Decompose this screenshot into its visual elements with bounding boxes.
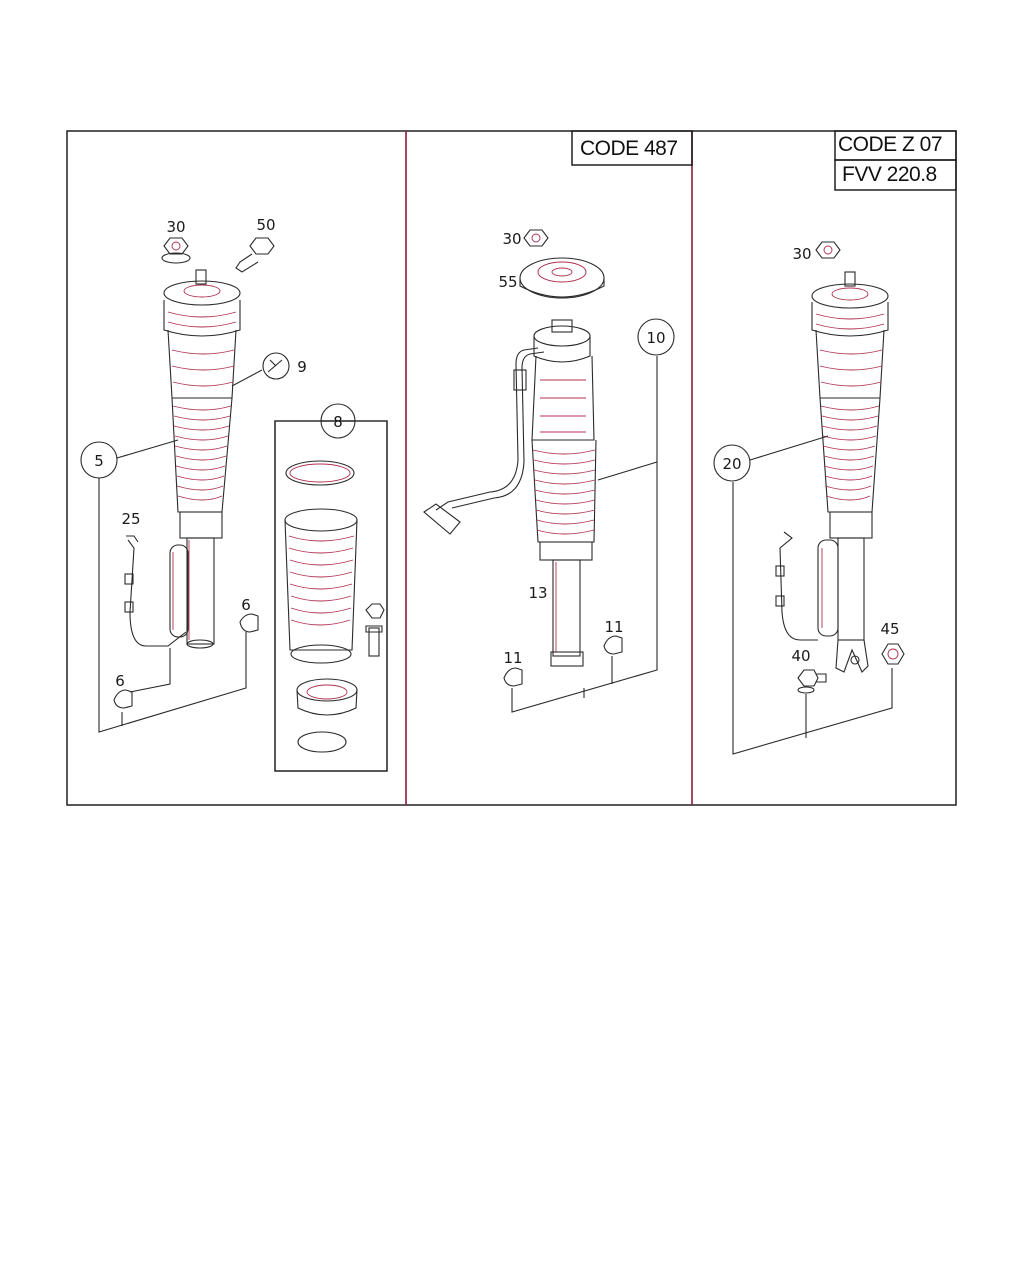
- plug-11-left: [503, 667, 523, 687]
- strut-assembly-right: [775, 271, 889, 673]
- callout-8: 8: [333, 413, 343, 431]
- callout-30-left: 30: [166, 218, 185, 236]
- nut-45: [881, 643, 905, 665]
- leader-lines-left: [98, 439, 247, 733]
- callout-25: 25: [121, 510, 140, 528]
- bolt-40: [797, 669, 827, 694]
- fvv-label: FVV 220.8: [842, 163, 937, 186]
- valve-50-left: [235, 237, 275, 273]
- callout-circle-8: [320, 403, 356, 439]
- nut-30-middle: [523, 229, 549, 247]
- wrench-icon: [231, 352, 290, 387]
- callout-30-right: 30: [792, 245, 811, 263]
- code-487-box: [571, 130, 693, 166]
- plug-11-right: [603, 635, 623, 655]
- leader-lines-right: [732, 435, 893, 755]
- plug-6-right: [239, 613, 259, 633]
- callout-45: 45: [880, 620, 899, 638]
- callout-20: 20: [722, 455, 741, 473]
- mount-plate-55: [519, 257, 605, 299]
- plug-6-left: [113, 689, 133, 709]
- nut-30-right: [815, 241, 841, 259]
- callout-6-left: 6: [115, 672, 125, 690]
- callout-5: 5: [94, 452, 104, 470]
- callout-10: 10: [646, 329, 665, 347]
- callout-circle-20: [713, 444, 751, 482]
- nut-30-left: [161, 237, 191, 264]
- callout-30-middle: 30: [502, 230, 521, 248]
- callout-55: 55: [498, 273, 517, 291]
- kit-8-parts: [275, 420, 387, 753]
- fvv-box: [834, 159, 957, 191]
- kit-8-box: [274, 420, 388, 772]
- callout-50: 50: [256, 216, 275, 234]
- strut-assembly-left: [124, 269, 241, 649]
- strut-assembly-middle: [423, 319, 597, 667]
- callout-13: 13: [528, 584, 547, 602]
- callout-40: 40: [791, 647, 810, 665]
- callout-6-right: 6: [241, 596, 251, 614]
- code-487-label: CODE 487: [580, 137, 678, 160]
- leader-lines-middle: [511, 356, 658, 713]
- callout-circle-5: [80, 441, 118, 479]
- callout-11-right: 11: [604, 618, 623, 636]
- callout-circle-10: [637, 318, 675, 356]
- callout-9: 9: [297, 358, 307, 376]
- code-z07-label: CODE Z 07: [838, 133, 943, 156]
- diagram-frame: [66, 130, 957, 806]
- callout-11-left: 11: [503, 649, 522, 667]
